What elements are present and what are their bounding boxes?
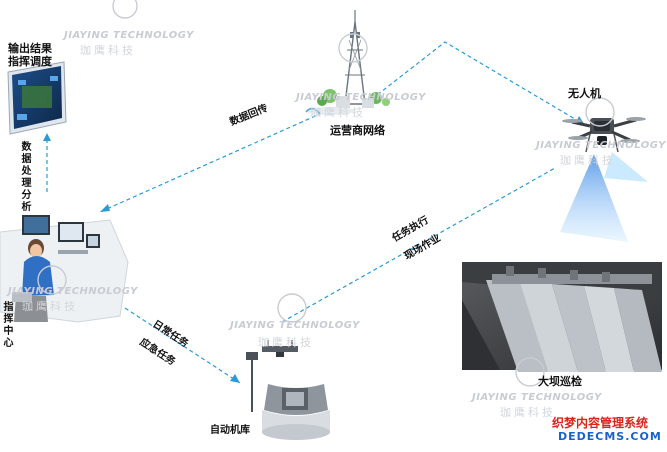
dam-photo [462, 262, 662, 372]
footer-brand-line1: 织梦内容管理系统 [552, 416, 649, 430]
watermark-logo-icon-drone [585, 97, 615, 127]
watermark-en: JIAYING TECHNOLOGY [536, 140, 666, 151]
drone-label: 无人机 [568, 87, 601, 100]
hangar-illustration [246, 340, 330, 440]
link-hangar-to-drone [281, 167, 556, 323]
output-result-label: 输出结果 指挥调度 [8, 42, 52, 68]
watermark-en: JIAYING TECHNOLOGY [230, 320, 360, 331]
watermark-en: JIAYING TECHNOLOGY [296, 92, 426, 103]
link-network-to-center [99, 112, 323, 213]
drone-illustration [560, 117, 648, 242]
watermark-cn: 珈鹰科技 [560, 154, 616, 167]
data-analysis-label: 数据处理分析 [21, 142, 32, 213]
footer-brand-line2: DEDECMS.COM [558, 430, 662, 443]
arrow-head-center [100, 204, 110, 212]
watermark-logo-icon-tower [338, 33, 368, 63]
output-screen-icon [7, 61, 67, 135]
network-label: 运营商网络 [330, 124, 385, 137]
watermark-cn: 珈鹰科技 [258, 336, 314, 349]
link-network-to-drone [371, 41, 586, 126]
watermark-cn: 珈鹰科技 [310, 106, 366, 119]
watermark-logo-icon-center [37, 265, 67, 295]
watermark-logo-icon-hangar [277, 293, 307, 323]
watermark-cn: 珈鹰科技 [80, 44, 136, 57]
dashed-links [46, 41, 586, 384]
command-center-illustration [0, 215, 129, 323]
watermark-logo-icon-dam [515, 357, 545, 387]
watermark-cn: 珈鹰科技 [500, 406, 556, 419]
watermark-en: JIAYING TECHNOLOGY [64, 30, 194, 41]
watermark-en: JIAYING TECHNOLOGY [8, 286, 138, 297]
hangar-label: 自动机库 [210, 425, 250, 436]
command-center-label: 指挥中心 [3, 302, 14, 349]
arrow-head-screen [43, 133, 51, 141]
dam-label: 大坝巡检 [538, 375, 582, 388]
watermark-en: JIAYING TECHNOLOGY [472, 392, 602, 403]
arrow-head-hangar [230, 374, 240, 383]
watermark-cn: 珈鹰科技 [22, 300, 78, 313]
watermark-logo-icons [37, 0, 615, 387]
link-center-to-hangar [124, 307, 241, 384]
network-tower-illustration [305, 10, 390, 115]
watermark-logo-icon-top [112, 0, 138, 19]
